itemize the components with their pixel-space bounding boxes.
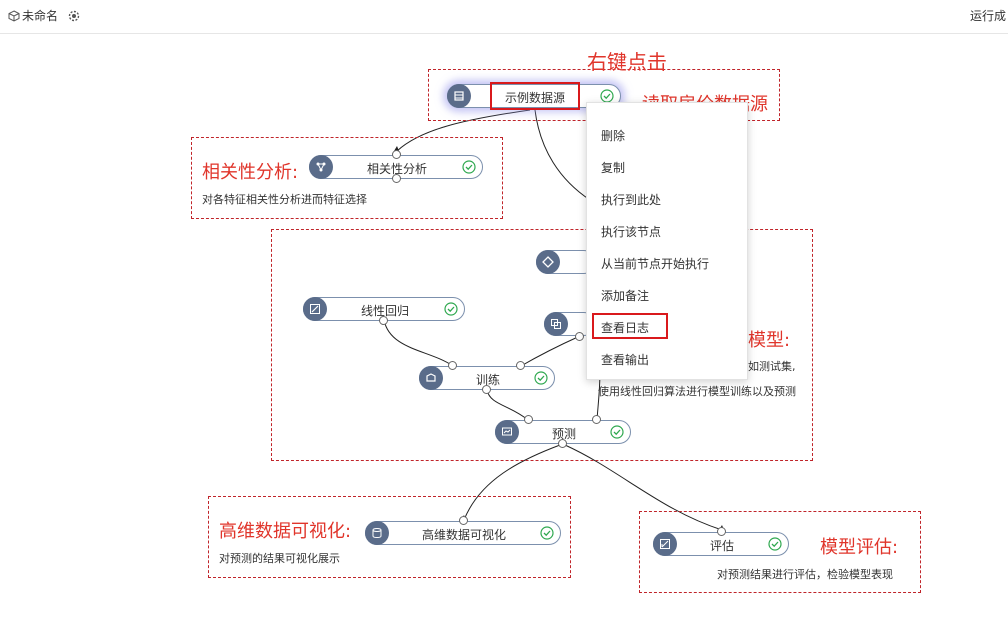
port-train-in-1[interactable] bbox=[448, 361, 457, 370]
run-status: 运行成 bbox=[969, 9, 1006, 23]
menu-item-view-log[interactable]: 查看日志 bbox=[601, 321, 650, 335]
doc-title-area: 未命名 bbox=[8, 7, 80, 24]
menu-item-delete[interactable]: 删除 bbox=[601, 129, 626, 143]
check-icon bbox=[540, 526, 554, 540]
annot-model-title: 模型: bbox=[748, 330, 791, 351]
check-icon bbox=[462, 160, 476, 174]
highlight-source-node bbox=[490, 82, 580, 110]
port-split-out[interactable] bbox=[575, 332, 584, 341]
annot-model-note-2: 使用线性回归算法进行模型训练以及预测 bbox=[598, 385, 796, 398]
node-label: 预测 bbox=[551, 427, 576, 441]
node-evaluate[interactable]: 评估 bbox=[653, 532, 789, 556]
node-label: 相关性分析 bbox=[366, 162, 427, 176]
menu-item-add-note[interactable]: 添加备注 bbox=[601, 289, 650, 303]
port-corr-out[interactable] bbox=[392, 174, 401, 183]
node-label: 训练 bbox=[475, 373, 500, 387]
menu-item-run-from-node[interactable]: 从当前节点开始执行 bbox=[601, 257, 710, 271]
node-label: 高维数据可视化 bbox=[421, 528, 506, 542]
port-eval-in[interactable] bbox=[717, 527, 726, 536]
menu-item-run-node[interactable]: 执行该节点 bbox=[601, 225, 662, 239]
cube-icon bbox=[8, 9, 20, 22]
database-icon bbox=[447, 84, 471, 108]
edge-source-right bbox=[534, 109, 591, 201]
network-icon bbox=[309, 155, 333, 179]
copy-icon bbox=[544, 312, 568, 336]
menu-item-view-output[interactable]: 查看输出 bbox=[601, 353, 650, 367]
node-train[interactable]: 训练 bbox=[419, 366, 555, 390]
chart-line-icon bbox=[303, 297, 327, 321]
split-icon bbox=[536, 250, 560, 274]
port-train-out[interactable] bbox=[482, 385, 491, 394]
port-linreg-out[interactable] bbox=[379, 316, 388, 325]
settings-icon[interactable] bbox=[68, 10, 80, 22]
evaluate-icon bbox=[653, 532, 677, 556]
annot-viz-title: 高维数据可视化: bbox=[219, 521, 352, 542]
top-bar: 未命名 运行成 bbox=[0, 0, 1008, 34]
train-icon bbox=[419, 366, 443, 390]
node-label: 线性回归 bbox=[360, 304, 409, 318]
port-predict-in-1[interactable] bbox=[524, 415, 533, 424]
port-train-in-2[interactable] bbox=[516, 361, 525, 370]
annot-corr-note: 对各特征相关性分析进而特征选择 bbox=[202, 193, 367, 206]
highlight-view-log bbox=[592, 313, 668, 339]
port-predict-out[interactable] bbox=[558, 439, 567, 448]
node-viz[interactable]: 高维数据可视化 bbox=[365, 521, 561, 545]
check-icon bbox=[600, 89, 614, 103]
port-corr-in[interactable] bbox=[392, 150, 401, 159]
check-icon bbox=[534, 371, 548, 385]
box-viz bbox=[208, 496, 571, 578]
box-eval bbox=[639, 511, 921, 593]
annot-corr-title: 相关性分析: bbox=[202, 162, 299, 183]
menu-item-run-to-here[interactable]: 执行到此处 bbox=[601, 193, 662, 207]
menu-item-copy[interactable]: 复制 bbox=[601, 161, 626, 175]
annot-eval-title: 模型评估: bbox=[820, 537, 899, 558]
box-model bbox=[271, 229, 813, 461]
annot-right-click: 右键点击 bbox=[587, 50, 667, 74]
annot-model-note-1: 如测试集, bbox=[748, 360, 796, 373]
check-icon bbox=[768, 537, 782, 551]
check-icon bbox=[610, 425, 624, 439]
annot-viz-note: 对预测的结果可视化展示 bbox=[219, 552, 340, 565]
port-viz-in[interactable] bbox=[459, 516, 468, 525]
port-predict-in-2[interactable] bbox=[592, 415, 601, 424]
annot-eval-note: 对预测结果进行评估，检验模型表现 bbox=[717, 568, 893, 581]
node-label: 评估 bbox=[709, 539, 734, 553]
database-icon bbox=[365, 521, 389, 545]
check-icon bbox=[444, 302, 458, 316]
box-corr bbox=[191, 137, 503, 219]
doc-title[interactable]: 未命名 bbox=[22, 9, 59, 23]
monitor-icon bbox=[495, 420, 519, 444]
node-label: 示例数据源 bbox=[504, 91, 565, 105]
node-predict[interactable]: 预测 bbox=[495, 420, 631, 444]
